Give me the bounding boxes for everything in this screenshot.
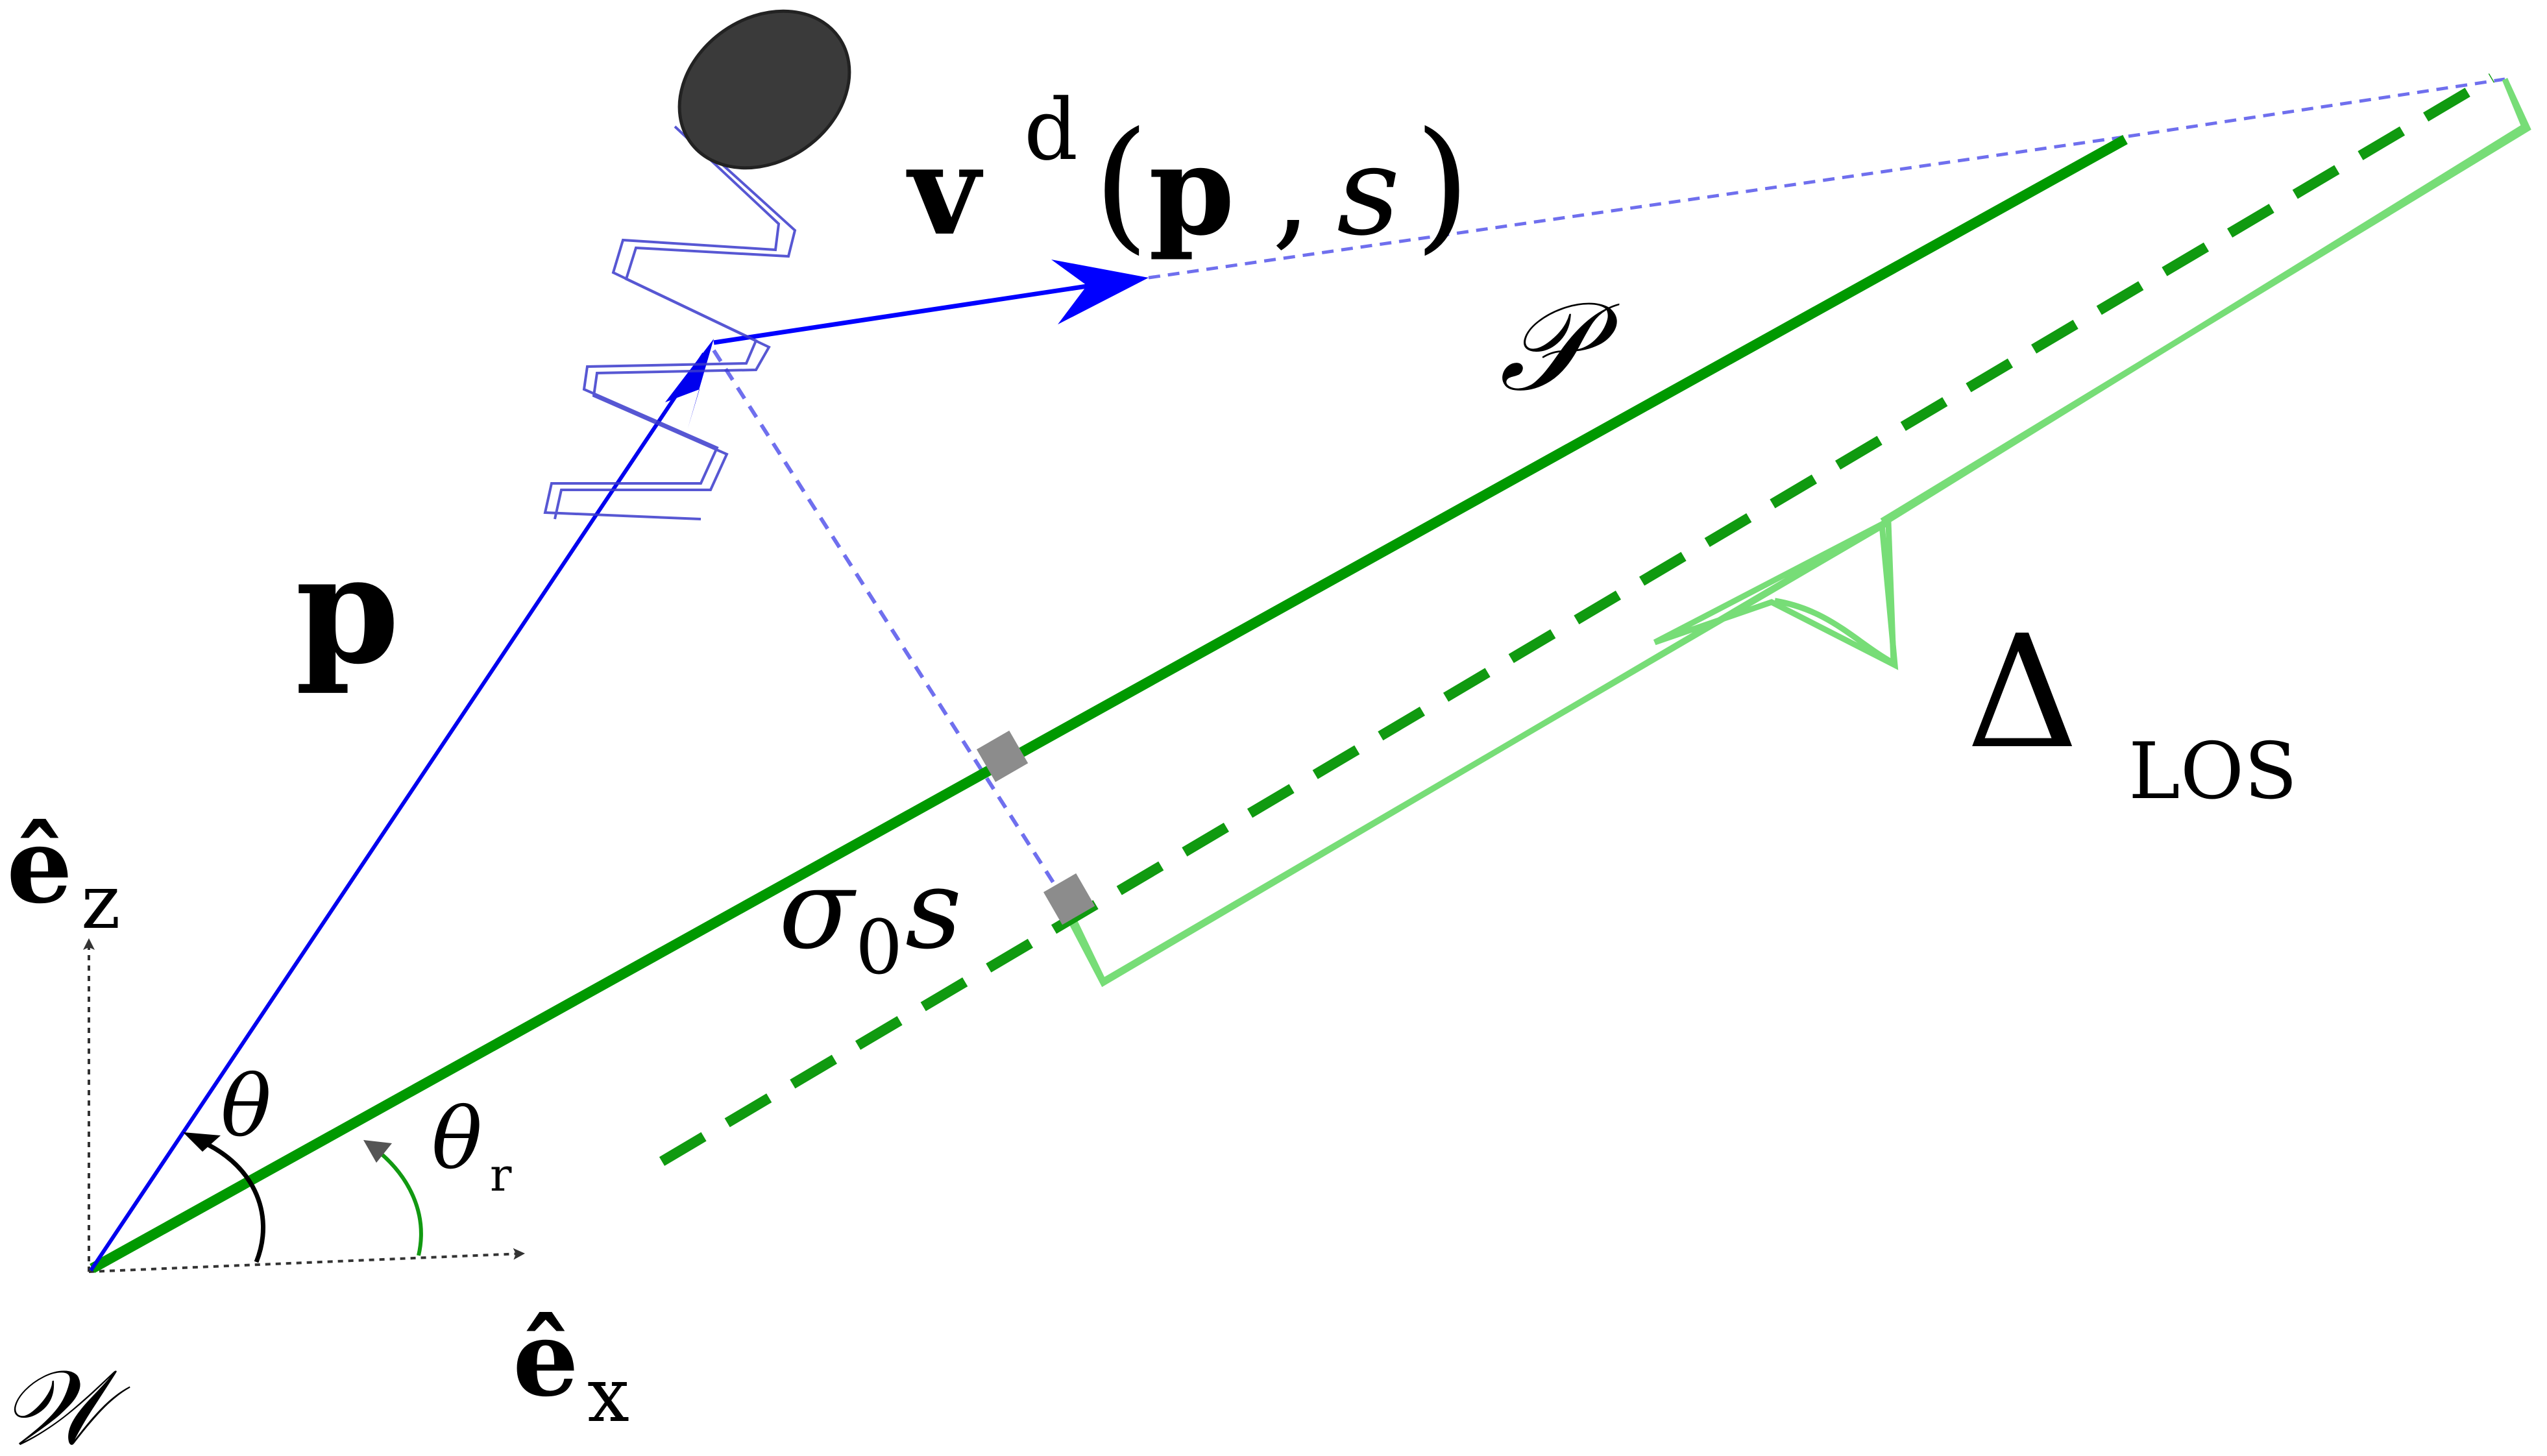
position-vector-arrowhead: [665, 339, 714, 428]
velocity-extension-1: [1148, 134, 2129, 280]
axis-z-label: ê z: [6, 805, 121, 946]
los-dashed-line: [659, 73, 2495, 1166]
velocity-open-paren: (: [1093, 101, 1149, 267]
velocity-arg-p: p: [1149, 118, 1235, 263]
axis-x-label: ê x: [513, 1298, 629, 1439]
los-brace-visible: [1069, 517, 1897, 986]
velocity-extension-2: [2128, 77, 2505, 138]
projection-to-path: [712, 349, 1076, 916]
axis-z-symbol: ê: [6, 805, 73, 927]
theta-r-symbol: θ: [432, 1089, 482, 1188]
velocity-close-paren: ): [1415, 101, 1470, 267]
delta-los-label: Δ LOS: [1966, 601, 2297, 817]
theta-r-arc-arrowhead: [363, 1140, 392, 1163]
position-vector: [89, 352, 706, 1272]
right-angle-marker-los: [1043, 873, 1095, 925]
sigma-symbol: σ: [779, 845, 857, 974]
theta-r-subscript: r: [490, 1148, 512, 1202]
path-label: 𝒫: [1499, 275, 1620, 419]
right-angle-marker-path: [977, 731, 1029, 783]
velocity-comma: ,: [1272, 119, 1311, 263]
los-brace-top: [1880, 78, 2531, 524]
axis-x-line: [88, 1248, 525, 1273]
velocity-symbol: v: [906, 118, 984, 263]
theta-label: θ: [221, 1057, 271, 1156]
velocity-superscript: d: [1024, 80, 1078, 179]
axis-x-subscript: x: [587, 1352, 629, 1439]
axis-x-symbol: ê: [513, 1298, 579, 1420]
velocity-arg-s: s: [1337, 119, 1400, 263]
theta-arc: [193, 1136, 266, 1263]
theta-arc-arrowhead: [183, 1132, 221, 1152]
theta-r-label: θ r: [432, 1089, 512, 1202]
path-line: [90, 135, 2128, 1273]
delta-subscript: LOS: [2128, 727, 2297, 817]
axis-z-subscript: z: [81, 859, 121, 946]
world-frame-label: 𝒲: [0, 1347, 130, 1456]
delta-symbol: Δ: [1966, 601, 2078, 783]
position-label: p: [295, 522, 400, 698]
drone-body: [677, 9, 851, 170]
sigma-label: σ 0 s: [779, 845, 962, 991]
los-brace-notch: [1774, 598, 1895, 666]
sigma-suffix: s: [905, 845, 962, 974]
drone-spring: [543, 125, 797, 520]
velocity-vector: [713, 282, 1101, 345]
sigma-subscript: 0: [855, 904, 903, 991]
velocity-vector-arrowhead: [1051, 260, 1149, 324]
velocity-label: v d ( p , s ): [906, 80, 1470, 267]
theta-r-arc: [372, 1145, 423, 1256]
